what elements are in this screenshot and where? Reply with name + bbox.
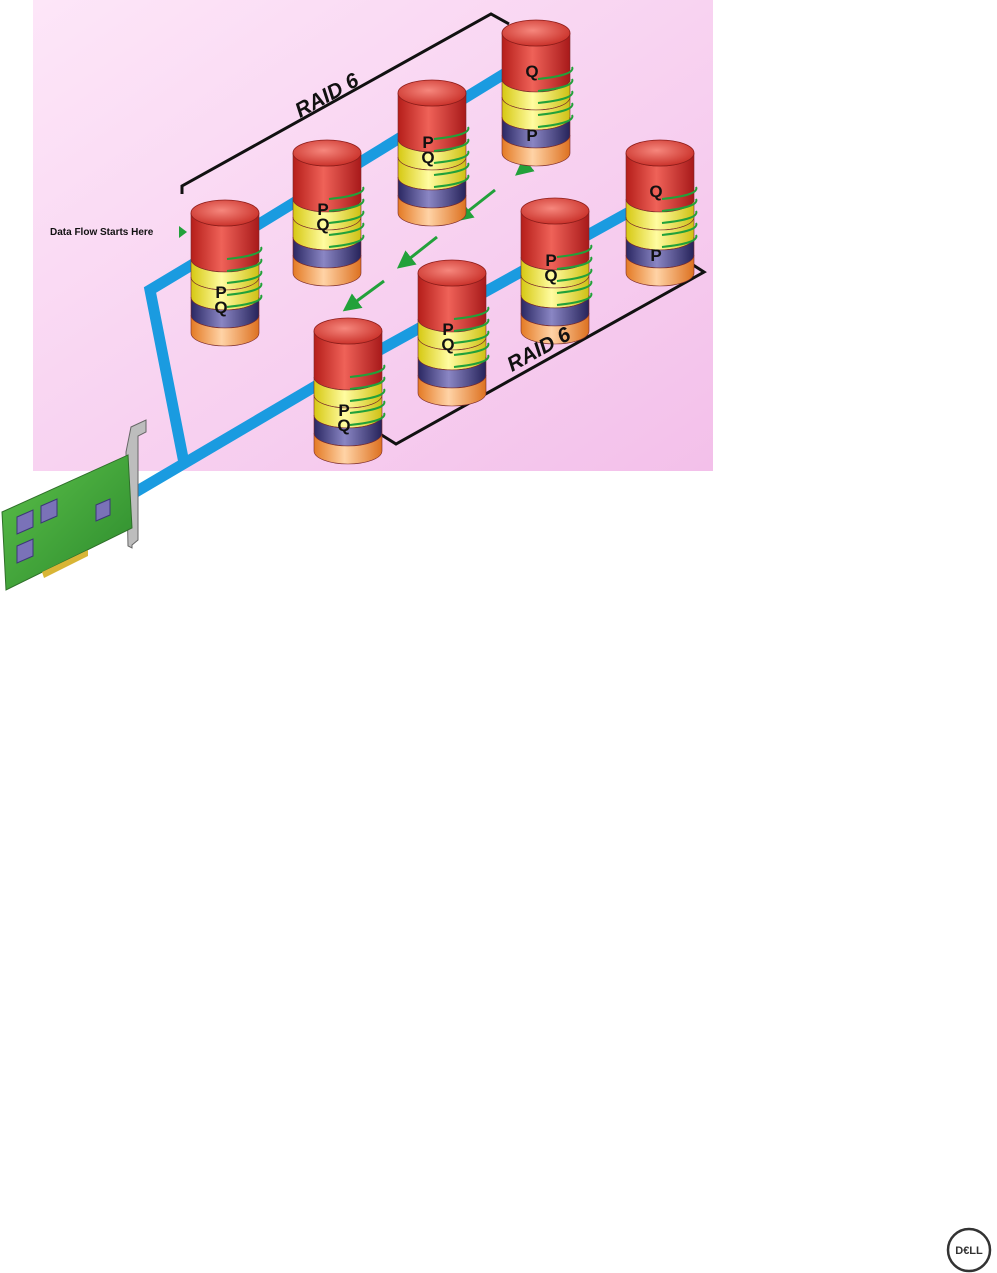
rotation-arrow-icon xyxy=(556,292,593,306)
rotation-arrow-icon xyxy=(328,234,365,248)
rotation-arrow-icon xyxy=(433,150,470,164)
rotation-arrow-icon xyxy=(349,364,386,378)
rotation-arrow-icon xyxy=(537,66,574,80)
rotation-arrow-icon xyxy=(226,282,263,296)
disk-d2: PQ xyxy=(292,139,365,287)
disk-d6: PQ xyxy=(417,259,490,407)
rotation-arrow-icon xyxy=(433,126,470,140)
rotation-arrow-icon xyxy=(537,114,574,128)
parity-label-p: P xyxy=(545,251,556,270)
rotation-arrow-icon xyxy=(661,234,698,248)
rotation-arrow-icon xyxy=(661,198,698,212)
parity-label-p: P xyxy=(215,283,226,302)
raid-controller-card xyxy=(1,419,147,591)
rotation-arrow-icon xyxy=(349,400,386,414)
parity-label-q: Q xyxy=(421,148,434,167)
disk-d4: QP xyxy=(501,19,574,167)
rotation-arrow-icon xyxy=(453,306,490,320)
parity-label-q: Q xyxy=(337,416,350,435)
parity-label-q: Q xyxy=(316,215,329,234)
rotation-arrow-icon xyxy=(349,412,386,426)
parity-label-q: Q xyxy=(441,335,454,354)
flow-start-label: Data Flow Starts Here xyxy=(50,227,154,238)
raid-bracket-top xyxy=(180,12,510,194)
rotation-arrow-icon xyxy=(453,330,490,344)
rotation-arrow-icon xyxy=(661,222,698,236)
parity-label-p: P xyxy=(526,126,537,145)
rotation-arrow-icon xyxy=(226,294,263,308)
parity-label-q: Q xyxy=(525,62,538,81)
parity-label-q: Q xyxy=(214,298,227,317)
rotation-arrow-icon xyxy=(328,198,365,212)
disk-d1: PQ xyxy=(190,199,263,347)
parity-label-q: Q xyxy=(649,182,662,201)
rotation-arrow-icon xyxy=(556,280,593,294)
dell-logo: D€LL xyxy=(946,1227,992,1273)
rotation-arrow-icon xyxy=(537,78,574,92)
rotation-arrow-icon xyxy=(328,222,365,236)
flow-start-arrow-icon xyxy=(179,226,187,238)
parity-label-p: P xyxy=(317,200,328,219)
disk-d3: PQ xyxy=(397,79,470,227)
parity-label-p: P xyxy=(338,401,349,420)
rotation-arrow-icon xyxy=(433,174,470,188)
parity-label-p: P xyxy=(422,133,433,152)
dell-logo-text: D€LL xyxy=(955,1245,983,1257)
raid-bracket-bottom xyxy=(379,261,707,446)
rotation-arrow-icon xyxy=(453,342,490,356)
rotation-arrow-icon xyxy=(226,270,263,284)
rotation-arrow-icon xyxy=(433,162,470,176)
rotation-arrow-icon xyxy=(453,318,490,332)
rotation-arrow-icon xyxy=(537,102,574,116)
rotation-arrow-icon xyxy=(453,354,490,368)
rotation-arrow-icon xyxy=(349,388,386,402)
rotation-arrow-icon xyxy=(433,138,470,152)
rotation-arrow-icon xyxy=(226,258,263,272)
rotation-arrow-icon xyxy=(661,186,698,200)
rotation-arrow-icon xyxy=(328,186,365,200)
parity-label-p: P xyxy=(442,320,453,339)
data-bus xyxy=(114,47,668,508)
rotation-arrow-icon xyxy=(226,246,263,260)
rotation-arrow-icon xyxy=(349,376,386,390)
rotation-arrow-icon xyxy=(661,210,698,224)
disk-d8: QP xyxy=(625,139,698,287)
parity-label-q: Q xyxy=(544,266,557,285)
rotation-arrow-icon xyxy=(556,268,593,282)
disk-d7: PQ xyxy=(520,197,593,345)
rotation-arrow-icon xyxy=(328,210,365,224)
disk-d5: PQ xyxy=(313,317,386,465)
rotation-arrow-icon xyxy=(537,90,574,104)
rotation-arrow-icon xyxy=(556,244,593,258)
rotation-arrow-icon xyxy=(556,256,593,270)
parity-label-p: P xyxy=(650,246,661,265)
